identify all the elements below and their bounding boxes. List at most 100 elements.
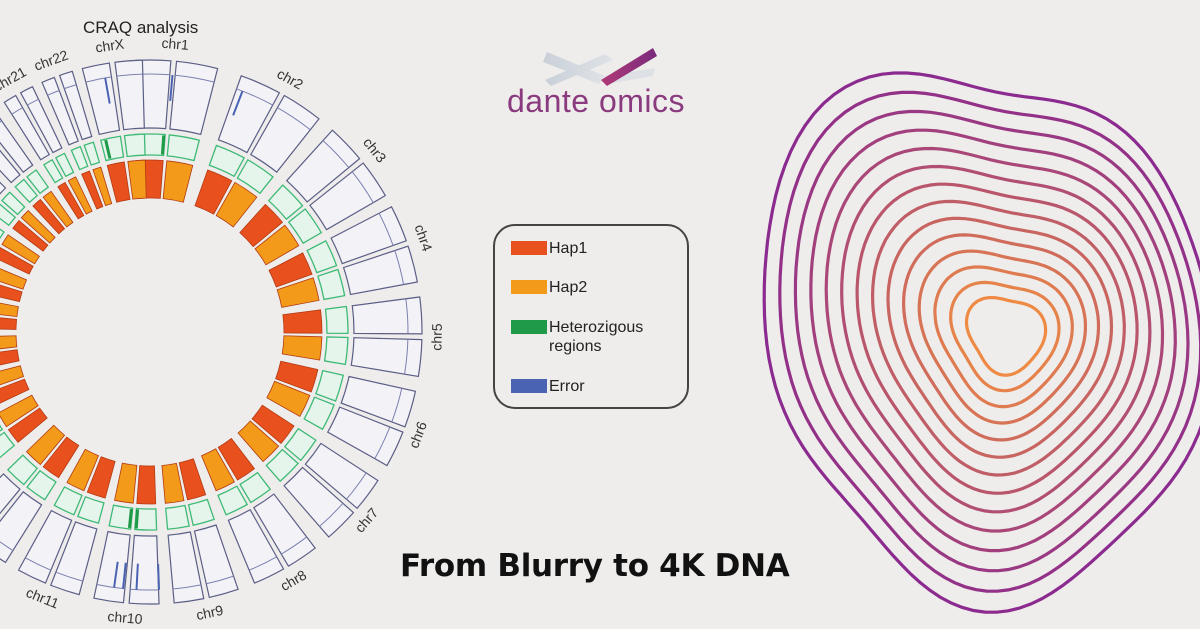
error-box xyxy=(227,508,285,584)
heterozigous-box xyxy=(108,504,134,530)
legend-swatch xyxy=(511,280,547,294)
heterozigous-mark xyxy=(104,139,112,159)
contour-ring xyxy=(917,249,1087,425)
error-box xyxy=(249,94,320,173)
hap1-bar xyxy=(7,407,48,443)
chromosome-chr9: chr9 xyxy=(161,458,239,623)
legend-label: Hap2 xyxy=(549,279,588,296)
chromosome-chr11: chr11 xyxy=(17,448,116,612)
error-box xyxy=(169,60,219,136)
heterozigous-box xyxy=(53,486,83,516)
heterozigous-box xyxy=(166,134,201,162)
chromosome-chr5: chr5 xyxy=(281,296,445,378)
error-baseline xyxy=(25,557,52,571)
heterozigous-box xyxy=(0,431,16,459)
chromosome-chr10: chr10 xyxy=(93,462,160,627)
hap1-bar xyxy=(0,317,18,330)
error-baseline xyxy=(277,107,311,131)
heterozigous-mark xyxy=(127,508,133,529)
contour-ring xyxy=(762,71,1200,614)
hap2-bar xyxy=(0,394,39,428)
error-baseline xyxy=(64,84,77,90)
chromosome-chr18 xyxy=(0,228,40,275)
chromosome-chr12: chr12 xyxy=(0,424,80,564)
contour-ring xyxy=(778,90,1200,593)
error-box xyxy=(350,337,423,378)
error-baseline xyxy=(0,120,2,123)
chromosome-label: chr11 xyxy=(24,584,62,612)
chromosome-chr7: chr7 xyxy=(237,404,381,538)
chromosome-label: chr9 xyxy=(195,602,225,623)
heterozigous-box xyxy=(70,145,89,171)
error-baseline xyxy=(206,575,234,585)
contour-ring xyxy=(840,164,1152,514)
error-box xyxy=(326,406,404,467)
chromosome-label: chr7 xyxy=(351,504,381,535)
heterozigous-mark xyxy=(160,135,166,155)
circos-plot: chr1chr2chr3chr4chr5chr6chr7chr8chr9chr1… xyxy=(0,35,445,627)
heterozigous-box xyxy=(236,158,274,195)
error-baseline xyxy=(405,298,409,334)
heterozigous-box xyxy=(0,228,5,240)
error-box xyxy=(304,442,379,510)
error-baseline xyxy=(96,583,125,590)
error-box xyxy=(309,162,387,231)
hap1-bar xyxy=(106,161,131,203)
chromosome-chrX: chrX xyxy=(81,36,147,203)
error-box xyxy=(167,531,205,604)
hap1-bar xyxy=(136,465,157,505)
error-box xyxy=(253,493,317,567)
legend-label: Heterozigous regions xyxy=(549,319,644,355)
brand-name: dante omics xyxy=(507,83,686,119)
hap1-bar xyxy=(282,309,323,334)
hap2-bar xyxy=(92,166,113,207)
error-baseline xyxy=(248,556,277,571)
heterozigous-box xyxy=(1,191,26,216)
hap2-bar xyxy=(114,462,138,504)
error-box xyxy=(0,473,21,515)
error-box xyxy=(193,524,239,599)
error-box xyxy=(49,521,98,596)
hap1-bar xyxy=(268,252,313,288)
chromosome-chr21: chr21 xyxy=(0,63,93,220)
legend-item-error: Error xyxy=(511,377,585,396)
chromosome-chr2: chr2 xyxy=(194,65,320,228)
error-box xyxy=(0,491,43,564)
error-box xyxy=(330,206,408,265)
hap2-bar xyxy=(161,462,185,504)
hap2-bar xyxy=(127,159,147,200)
chromosome-label: chr21 xyxy=(0,63,29,94)
chromosome-chr6: chr6 xyxy=(266,360,430,467)
legend-swatch xyxy=(511,379,547,393)
error-baseline xyxy=(172,584,202,590)
chromosome-label: chr2 xyxy=(274,65,306,92)
chromosome-label: chr3 xyxy=(360,134,390,165)
error-baseline xyxy=(175,74,215,83)
error-baseline xyxy=(374,426,391,459)
hap2-bar xyxy=(20,210,56,244)
error-box xyxy=(114,59,145,131)
error-mark xyxy=(169,74,174,101)
heterozigous-box xyxy=(306,240,338,274)
error-baseline xyxy=(11,107,23,115)
hap2-bar xyxy=(25,424,66,466)
chromosome-chr19 xyxy=(0,181,56,252)
heterozigous-box xyxy=(303,396,335,431)
hap1-bar xyxy=(275,360,319,393)
hap2-bar xyxy=(0,335,18,350)
heterozigous-box xyxy=(265,448,299,483)
error-box xyxy=(283,466,355,538)
error-box xyxy=(340,375,417,428)
error-baseline xyxy=(391,388,403,423)
error-box xyxy=(351,296,423,335)
legend: Hap1 Hap2 Heterozigous regions Error xyxy=(493,224,689,409)
chromosome-chr4: chr4 xyxy=(268,206,436,308)
heterozigous-box xyxy=(239,471,272,504)
legend-item-heterozigous: Heterozigous regions xyxy=(511,318,669,356)
hap2-bar xyxy=(276,277,320,308)
chromosome-label: chr8 xyxy=(278,566,310,594)
contour-ring xyxy=(964,296,1048,377)
heterozigous-box xyxy=(187,498,215,527)
hap2-bar xyxy=(0,365,25,386)
hap1-bar xyxy=(217,437,256,481)
